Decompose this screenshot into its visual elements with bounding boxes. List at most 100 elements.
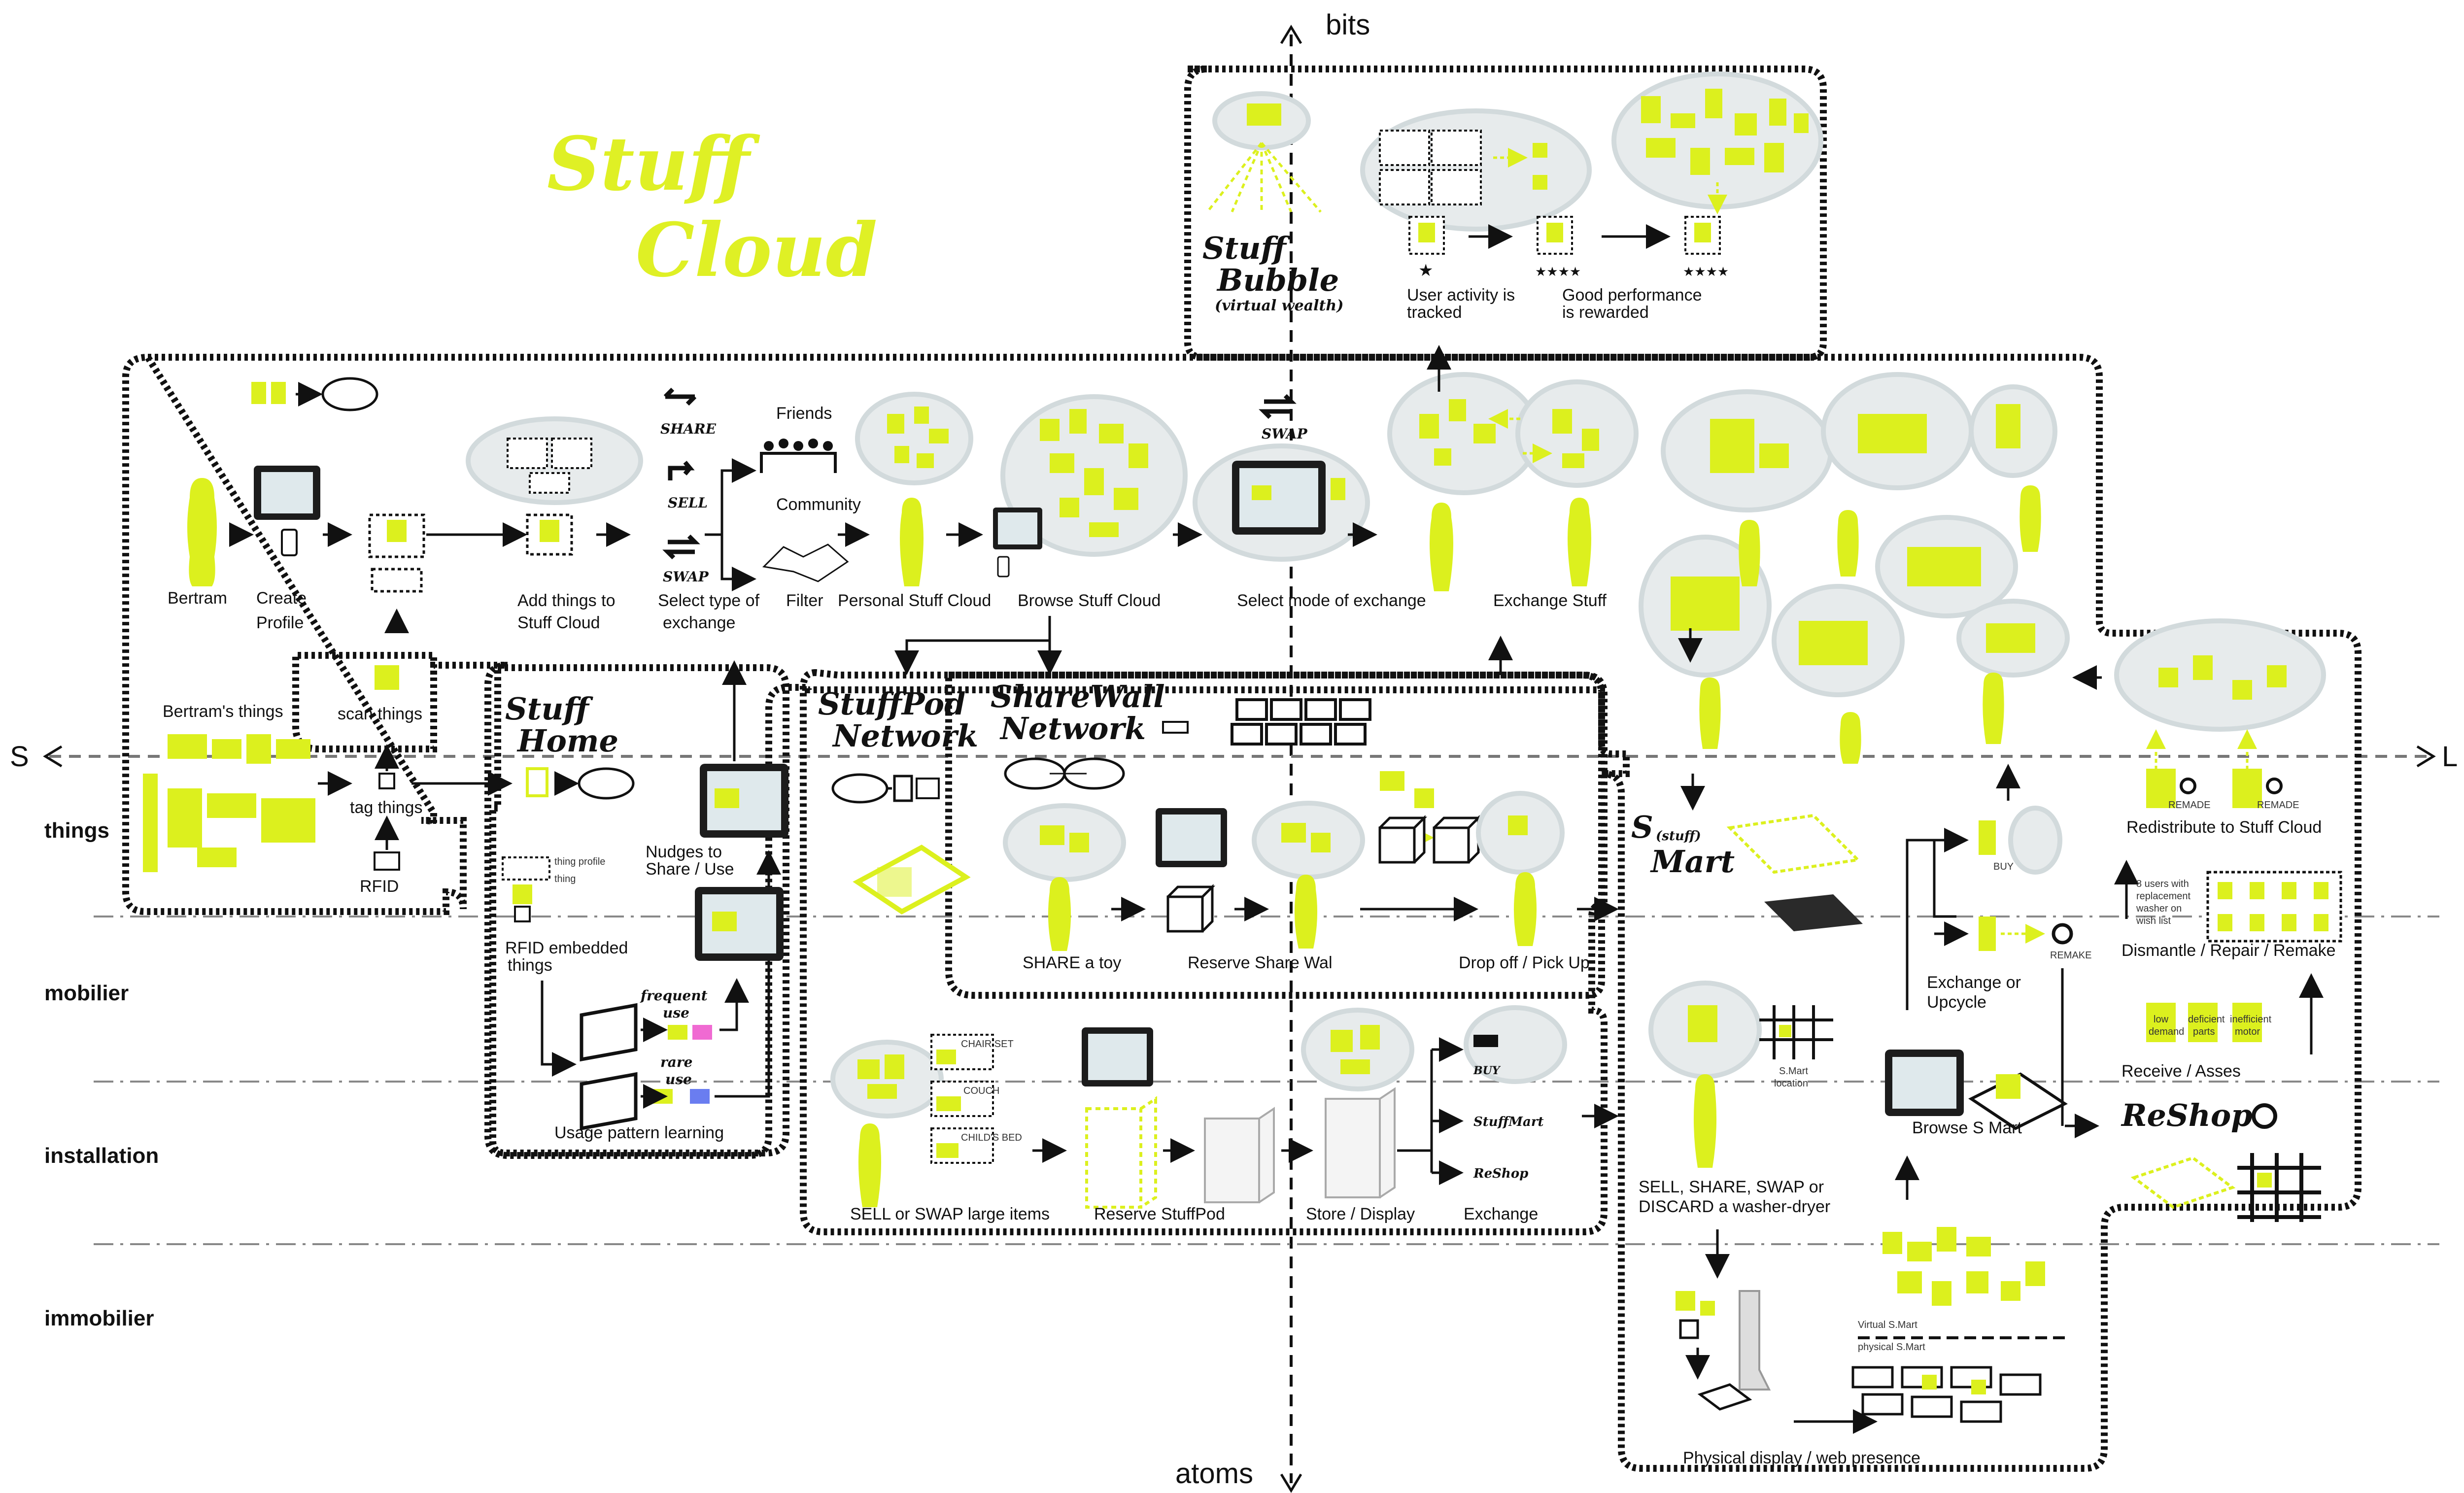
tag-icon xyxy=(378,773,395,789)
stuff-bubble-title-2: Bubble xyxy=(1216,262,1339,298)
item-label-bed: CHILD'S BED xyxy=(961,1132,1022,1143)
axis-arrow-top xyxy=(1280,25,1302,44)
washer-icon xyxy=(2188,1003,2218,1042)
reserve-wall-label: Reserve Share Wal xyxy=(1188,953,1333,972)
virtual-smart-icons xyxy=(1882,1227,2045,1306)
furniture-icons xyxy=(1671,404,2041,764)
dismantle-label: Dismantle / Repair / Remake xyxy=(2122,941,2336,960)
stuff-bubble-subtitle: (virtual wealth) xyxy=(1215,297,1343,314)
stuff-home-section: Stuff Home thing profile thing RFID embe… xyxy=(502,660,788,1142)
pod-filled-icon xyxy=(1325,1087,1396,1198)
friends-label: Friends xyxy=(776,404,832,423)
thing-profile-card xyxy=(502,856,550,881)
stuff-bubble-section: Stuff Bubble (virtual wealth) ★ ★★★★ ★★★… xyxy=(1202,71,1823,322)
washer-icon xyxy=(1688,1005,1717,1042)
layer-label-installation: installation xyxy=(44,1144,159,1168)
door-icon xyxy=(526,767,548,797)
pod-filled-icon xyxy=(1204,1107,1275,1203)
star-rating-4: ★★★★ xyxy=(1683,265,1729,279)
thing-profile-label: thing profile xyxy=(554,856,605,867)
sharewall-title-1: ShareWall xyxy=(991,679,1165,714)
smart-title-sub: (stuff) xyxy=(1656,829,1701,844)
reshop-logo-icon xyxy=(2252,1103,2277,1129)
physical-display-label: Physical display / web presence xyxy=(1683,1449,1920,1467)
user-activity-label-2: tracked xyxy=(1407,303,1462,322)
select-type-label-1: Select type of xyxy=(658,591,760,610)
tablet-screen xyxy=(1162,814,1221,861)
person-icon xyxy=(271,382,286,404)
sell-share-label-1: SELL, SHARE, SWAP or xyxy=(1639,1178,1824,1196)
person-figure-icon xyxy=(858,1123,882,1207)
title-stuff: Stuff xyxy=(547,121,760,207)
user-activity-label-1: User activity is xyxy=(1407,286,1515,305)
person-figure-icon xyxy=(1693,1074,1717,1168)
person-figure-icon xyxy=(1430,503,1453,591)
frequent-use-label-2: use xyxy=(663,1005,689,1021)
tablet-screen xyxy=(1239,468,1318,527)
browse-things-icons xyxy=(1040,409,1148,537)
bertram-label: Bertram xyxy=(168,589,227,608)
remade-label-1: REMADE xyxy=(2168,800,2211,811)
layer-label-mobilier: mobilier xyxy=(44,981,129,1005)
item-label-chairs: CHAIR SET xyxy=(961,1039,1014,1050)
washer-icon xyxy=(2146,769,2176,808)
stuffpod-section: StuffPod Network CHAIR SET COUCH CHILD'S… xyxy=(818,616,1619,1223)
smart-title-s: S xyxy=(1631,809,1653,845)
person-icon xyxy=(1694,223,1711,242)
person-icon xyxy=(251,382,266,404)
remade-icon xyxy=(2180,778,2196,794)
physical-smart-booths-icons xyxy=(1851,1366,2042,1423)
remake-label: REMAKE xyxy=(2050,950,2091,961)
stuff-bubble-title-1: Stuff xyxy=(1202,230,1291,266)
toy-cloud xyxy=(1252,801,1365,880)
sell-swap-large-label: SELL or SWAP large items xyxy=(850,1205,1050,1223)
redistribute-cloud xyxy=(2114,618,2326,732)
swap-icon xyxy=(662,534,700,560)
exchange-label: Exchange xyxy=(1464,1205,1538,1223)
pod-frame-icon xyxy=(1085,1096,1157,1209)
stuff-home-title-1: Stuff xyxy=(505,691,593,727)
option-buy: BUY xyxy=(1473,1064,1501,1077)
grid-icon xyxy=(916,778,940,799)
share-toy-label: SHARE a toy xyxy=(1023,953,1121,972)
store-display-label: Store / Display xyxy=(1306,1205,1415,1223)
card-icon xyxy=(551,438,592,469)
thing-icon xyxy=(1533,175,1547,190)
exchange-cloud xyxy=(1464,1005,1567,1084)
mode-share: SHARE xyxy=(660,421,717,437)
low-demand-label-2: demand xyxy=(2149,1026,2184,1037)
wishlist-label-1: 8 users with xyxy=(2136,879,2189,889)
exchange-cloud-2 xyxy=(1515,379,1639,488)
wishlist-label-4: wish list xyxy=(2136,916,2171,926)
washer-icon xyxy=(1979,916,1996,951)
axis-label-atoms: atoms xyxy=(1175,1458,1253,1490)
exchange-stuff-label: Exchange Stuff xyxy=(1493,591,1607,610)
smart-location-label-2: location xyxy=(1774,1078,1808,1089)
sell-share-label-2: DISCARD a washer-dryer xyxy=(1639,1197,1830,1216)
shelf-icon xyxy=(580,1003,638,1062)
cube-locker-icon xyxy=(1166,883,1216,933)
bertram-figure-icon xyxy=(187,478,217,586)
option-reshop: ReShop xyxy=(1473,1166,1528,1181)
card-icon xyxy=(529,472,570,494)
sell-icon xyxy=(668,461,695,480)
community-label: Community xyxy=(776,495,861,514)
stuffpod-title-2: Network xyxy=(832,718,978,754)
sharewall-structure-icon xyxy=(1231,698,1371,746)
thing-icon xyxy=(690,1089,710,1104)
thing-label: thing xyxy=(554,874,576,884)
dropoff-pickup-label: Drop off / Pick Up xyxy=(1459,953,1590,972)
receive-assess-label: Receive / Asses xyxy=(2122,1062,2241,1081)
rare-use-label-2: use xyxy=(665,1071,692,1087)
phone-icon xyxy=(997,556,1010,577)
item-label-couch: COUCH xyxy=(963,1086,999,1096)
store-cloud xyxy=(1301,1008,1414,1091)
reshop-section: ReShop REMADE REMADE Redistribute to Stu… xyxy=(2072,618,2342,1222)
axis-label-bits: bits xyxy=(1326,9,1370,41)
thing-icon xyxy=(1533,143,1547,158)
person-icon xyxy=(1546,223,1563,242)
thing-icon xyxy=(692,1025,712,1040)
smart-grid-icon xyxy=(1764,894,1863,931)
wall-tag-icon xyxy=(1162,721,1189,734)
